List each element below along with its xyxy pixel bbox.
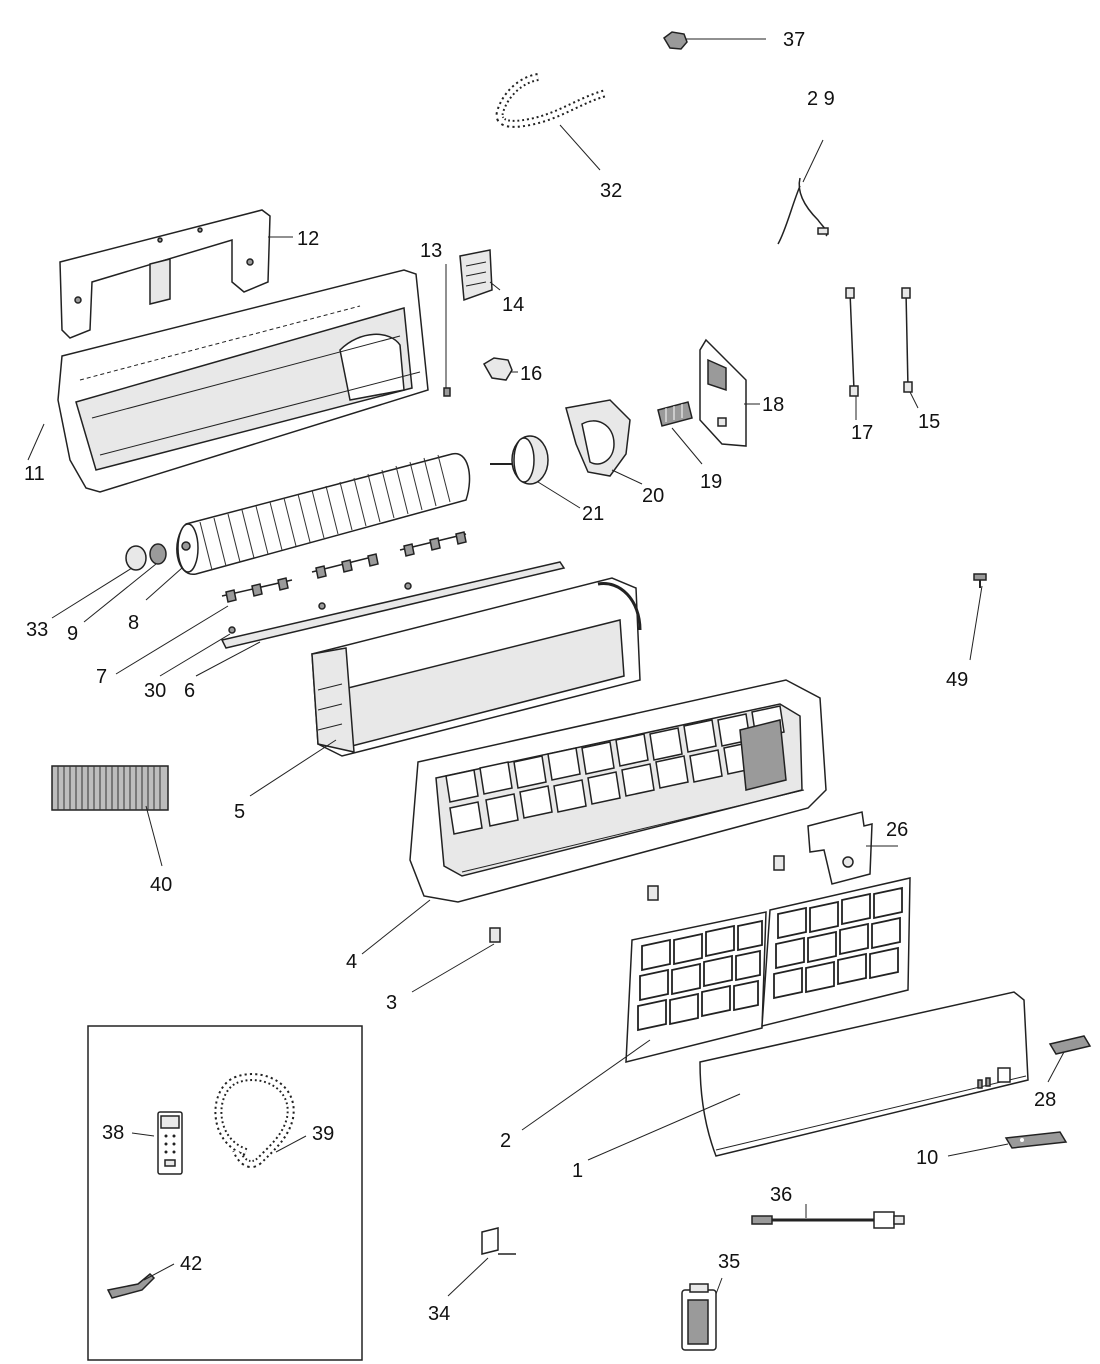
callout-37: 37: [783, 29, 805, 51]
part-19-terminal-block: [657, 401, 693, 427]
part-18-control-board: [699, 338, 747, 447]
callout-42: 42: [180, 1253, 202, 1275]
callout-33: 33: [26, 619, 48, 641]
part-28-display-board: [1048, 1035, 1092, 1055]
callout-18: 18: [762, 394, 784, 416]
part-42-bracket: [106, 1272, 156, 1299]
part-49-screw: [973, 573, 987, 588]
part-5-evaporator: [311, 577, 642, 757]
callout-14: 14: [502, 294, 524, 316]
part-21-fan-motor: [490, 435, 549, 485]
callout-26: 26: [886, 819, 908, 841]
part-37-cap: [663, 31, 688, 50]
callout-8: 8: [128, 612, 139, 634]
callout-2: 2: [500, 1130, 511, 1152]
callout-19: 19: [700, 471, 722, 493]
part-4-front-frame: [409, 679, 827, 903]
callout-29: 2 9: [807, 88, 835, 110]
callout-32: 32: [600, 180, 622, 202]
part-15-wire: [901, 287, 913, 393]
part-3-clip: [489, 855, 785, 943]
callout-15: 15: [918, 411, 940, 433]
part-13-screw: [443, 387, 451, 397]
callout-38: 38: [102, 1122, 124, 1144]
part-40-filter-block: [51, 765, 169, 811]
part-6-louver: [220, 561, 566, 649]
part-9-rubber-ring: [149, 543, 167, 565]
callout-1: 1: [572, 1160, 583, 1182]
callout-5: 5: [234, 801, 245, 823]
part-34-bracket: [481, 1227, 516, 1255]
callout-13: 13: [420, 240, 442, 262]
part-8-crossflow-fan: [176, 452, 471, 575]
part-29-sensor-wire: [777, 177, 829, 245]
part-20-motor-cover: [565, 399, 631, 477]
part-35-wifi-module: [681, 1283, 717, 1351]
part-17-wire: [845, 287, 859, 397]
callout-6: 6: [184, 680, 195, 702]
callout-40: 40: [150, 874, 172, 896]
part-1-front-panel: [699, 991, 1029, 1157]
part-26-electrical-cover: [807, 811, 873, 885]
part-30-clip: [228, 582, 412, 634]
part-32-drain-hose: [495, 73, 608, 128]
callout-16: 16: [520, 363, 542, 385]
callout-9: 9: [67, 623, 78, 645]
part-12-mounting-plate: [59, 209, 271, 339]
part-16-bearing: [482, 357, 513, 381]
callout-21: 21: [582, 503, 604, 525]
part-2-air-filter: [625, 877, 911, 1063]
part-14-bracket: [459, 249, 493, 302]
callout-7: 7: [96, 666, 107, 688]
callout-3: 3: [386, 992, 397, 1014]
callout-39: 39: [312, 1123, 334, 1145]
part-38-remote-control: [157, 1111, 183, 1175]
callout-20: 20: [642, 485, 664, 507]
callout-35: 35: [718, 1251, 740, 1273]
callout-4: 4: [346, 951, 357, 973]
part-33-bearing-holder: [125, 545, 147, 571]
callout-17: 17: [851, 422, 873, 444]
callout-11: 11: [24, 463, 45, 485]
callout-10: 10: [916, 1147, 938, 1169]
part-36-cable: [751, 1211, 905, 1229]
part-7-louver-linkage: [221, 531, 467, 603]
callout-36: 36: [770, 1184, 792, 1206]
callout-30: 30: [144, 680, 166, 702]
part-10-receiver-board: [1004, 1131, 1068, 1149]
part-39-insulation-tube: [214, 1073, 295, 1169]
callout-28: 28: [1034, 1089, 1056, 1111]
callout-34: 34: [428, 1303, 450, 1325]
callout-12: 12: [297, 228, 319, 250]
accessory-box: 38 39 42: [87, 1025, 363, 1361]
part-11-chassis: [57, 269, 429, 493]
callout-49: 49: [946, 669, 968, 691]
